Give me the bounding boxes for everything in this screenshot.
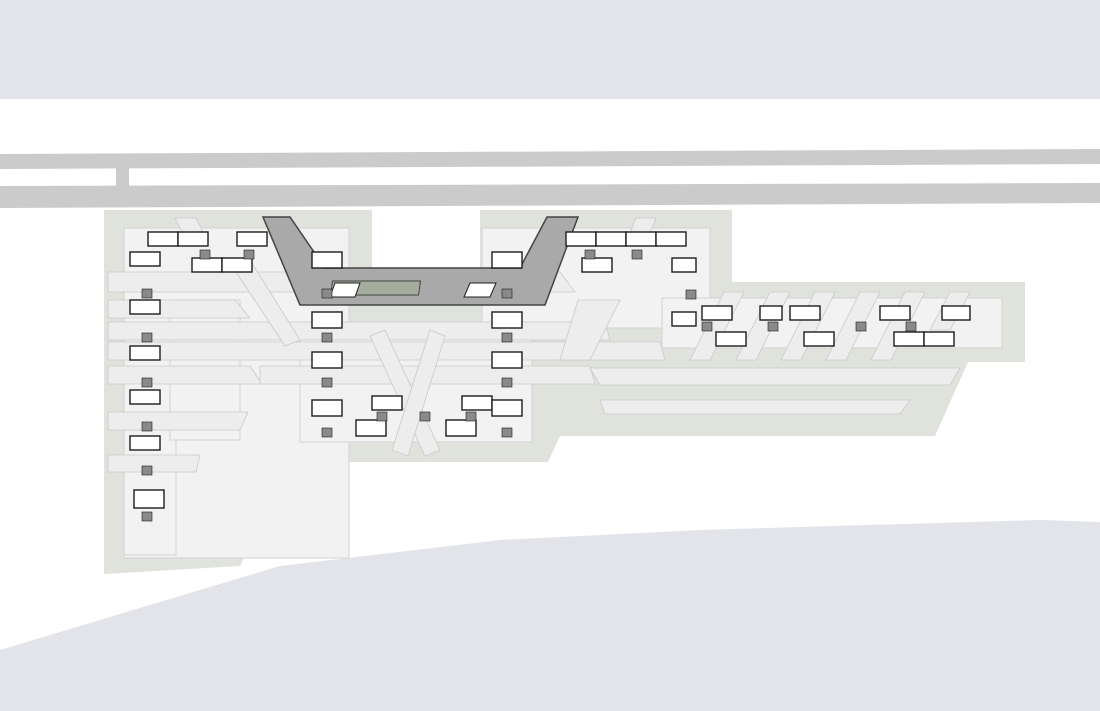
dwelling-unit-33 [803, 331, 835, 347]
stair-core-4 [141, 421, 153, 432]
ramp-8 [107, 454, 201, 473]
roads [0, 149, 1100, 208]
stair-core-7 [321, 288, 333, 299]
ramp-7 [107, 411, 249, 431]
dwelling-unit-12 [133, 489, 165, 509]
ramp-14 [559, 299, 621, 361]
dwelling-unit-11 [129, 435, 161, 451]
ramp-21 [870, 291, 926, 361]
plaza-bench-left [329, 282, 361, 298]
dwelling-unit-20 [491, 399, 523, 417]
ramp-5 [107, 365, 263, 385]
dwelling-unit-37 [923, 331, 955, 347]
dwelling-unit-13 [311, 311, 343, 329]
water-top [0, 0, 1100, 99]
ramp-9 [589, 367, 961, 386]
stair-core-17 [584, 249, 596, 260]
dwelling-unit-7 [129, 251, 161, 267]
road-connector [116, 166, 129, 188]
dwelling-unit-2 [177, 231, 209, 247]
dwelling-unit-17 [371, 395, 403, 411]
dwelling-unit-16 [355, 419, 387, 437]
dwelling-unit-32 [789, 305, 821, 321]
stair-core-16 [243, 249, 255, 260]
plaza-bench-right [463, 282, 497, 298]
dwelling-unit-27 [625, 231, 657, 247]
stair-core-10 [321, 427, 333, 438]
dwelling-unit-1 [147, 231, 179, 247]
stair-core-14 [501, 427, 513, 438]
stair-core-26 [465, 411, 477, 422]
stair-core-11 [501, 288, 513, 299]
stair-core-1 [141, 288, 153, 299]
stair-cores [141, 249, 917, 522]
ramp-10 [599, 399, 911, 415]
stair-core-21 [767, 321, 779, 332]
dwelling-unit-15 [311, 399, 343, 417]
dwelling-unit-23 [491, 251, 523, 269]
dwelling-unit-36 [941, 305, 971, 321]
road-upper [0, 149, 1100, 169]
stair-core-6 [141, 511, 153, 522]
ramp-13 [391, 329, 446, 457]
ramp-3 [107, 321, 611, 341]
dwelling-unit-35 [893, 331, 925, 347]
dwelling-unit-39 [759, 305, 783, 321]
dwelling-unit-10 [129, 389, 161, 405]
dwelling-unit-6 [311, 251, 343, 269]
dwelling-unit-21 [491, 351, 523, 369]
stair-core-2 [141, 332, 153, 343]
dwelling-unit-31 [715, 331, 747, 347]
dwelling-unit-19 [461, 395, 493, 411]
stair-core-15 [199, 249, 211, 260]
stair-core-20 [701, 321, 713, 332]
dwelling-unit-5 [221, 257, 253, 273]
stair-core-5 [141, 465, 153, 476]
stair-core-3 [141, 377, 153, 388]
stair-core-24 [419, 411, 431, 422]
stair-core-8 [321, 332, 333, 343]
stair-core-12 [501, 332, 513, 343]
dwelling-unit-4 [191, 257, 223, 273]
dwelling-unit-3 [236, 231, 268, 247]
dwelling-unit-29 [671, 257, 697, 273]
water-bottom [0, 520, 1100, 711]
stair-core-9 [321, 377, 333, 388]
dwelling-unit-14 [311, 351, 343, 369]
dwelling-units [129, 231, 971, 509]
road-lower [0, 183, 1100, 208]
dwelling-unit-25 [595, 231, 627, 247]
stair-core-13 [501, 377, 513, 388]
ramp-19 [780, 291, 836, 361]
dwelling-unit-9 [129, 345, 161, 361]
dwelling-unit-22 [491, 311, 523, 329]
dwelling-unit-30 [701, 305, 733, 321]
dwelling-unit-24 [565, 231, 597, 247]
ramp-20 [825, 291, 881, 361]
dwelling-unit-34 [879, 305, 911, 321]
dwelling-unit-38 [671, 311, 697, 327]
central-plaza [261, 216, 580, 306]
stair-core-18 [631, 249, 643, 260]
dwelling-unit-28 [655, 231, 687, 247]
stair-core-25 [376, 411, 388, 422]
stair-core-19 [685, 289, 697, 300]
dwelling-unit-8 [129, 299, 161, 315]
stair-core-23 [905, 321, 917, 332]
dwelling-unit-26 [581, 257, 613, 273]
stair-core-22 [855, 321, 867, 332]
dwelling-unit-18 [445, 419, 477, 437]
